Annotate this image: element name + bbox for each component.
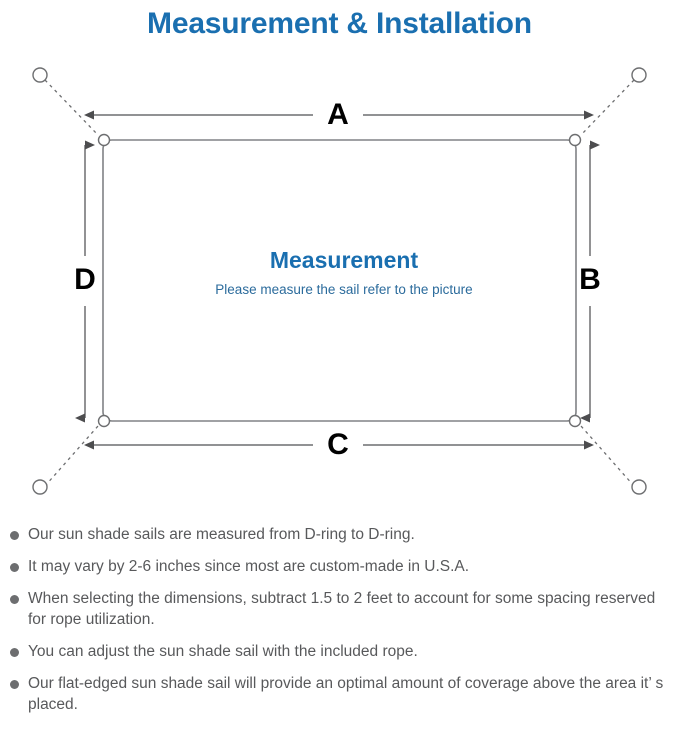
anchor-point-top-left: [32, 67, 48, 83]
measurement-diagram: A C D B Measurement Please measure the s…: [0, 52, 679, 514]
bullet-icon: [10, 563, 19, 572]
anchor-point-bottom-right: [631, 479, 647, 495]
note-text: Our flat-edged sun shade sail will provi…: [28, 675, 664, 713]
rope-line-top-left: [44, 79, 99, 136]
bullet-icon: [10, 595, 19, 604]
anchor-points: [32, 67, 647, 495]
bullet-icon: [10, 531, 19, 540]
list-item: When selecting the dimensions, subtract …: [0, 588, 679, 630]
list-item: Our sun shade sails are measured from D-…: [0, 524, 679, 545]
dimension-label-d: D: [74, 263, 96, 296]
d-rings: [97, 133, 582, 428]
sail-body: [102, 139, 577, 422]
sail-center-title: Measurement: [270, 247, 419, 273]
note-text: When selecting the dimensions, subtract …: [28, 590, 656, 628]
d-ring-top-right: [568, 133, 582, 147]
rope-line-bottom-left: [44, 425, 99, 487]
list-item: It may vary by 2-6 inches since most are…: [0, 556, 679, 577]
notes-list: Our sun shade sails are measured from D-…: [0, 524, 679, 726]
rope-tie-lines: [44, 79, 635, 487]
rope-line-top-right: [580, 79, 635, 136]
note-text: You can adjust the sun shade sail with t…: [28, 643, 418, 660]
dimension-label-b: B: [579, 263, 601, 296]
dimension-label-c: C: [327, 428, 349, 461]
page-title: Measurement & Installation: [147, 7, 532, 40]
d-ring-top-left: [97, 133, 111, 147]
note-text: It may vary by 2-6 inches since most are…: [28, 558, 470, 575]
anchor-point-bottom-left: [32, 479, 48, 495]
bullet-icon: [10, 680, 19, 689]
bullet-icon: [10, 648, 19, 657]
list-item: Our flat-edged sun shade sail will provi…: [0, 673, 679, 715]
sail-center-subtitle: Please measure the sail refer to the pic…: [215, 282, 472, 297]
note-text: Our sun shade sails are measured from D-…: [28, 526, 415, 543]
anchor-point-top-right: [631, 67, 647, 83]
d-ring-bottom-right: [568, 414, 582, 428]
list-item: You can adjust the sun shade sail with t…: [0, 641, 679, 662]
dimension-label-a: A: [327, 98, 349, 131]
d-ring-bottom-left: [97, 414, 111, 428]
rope-line-bottom-right: [580, 425, 635, 487]
